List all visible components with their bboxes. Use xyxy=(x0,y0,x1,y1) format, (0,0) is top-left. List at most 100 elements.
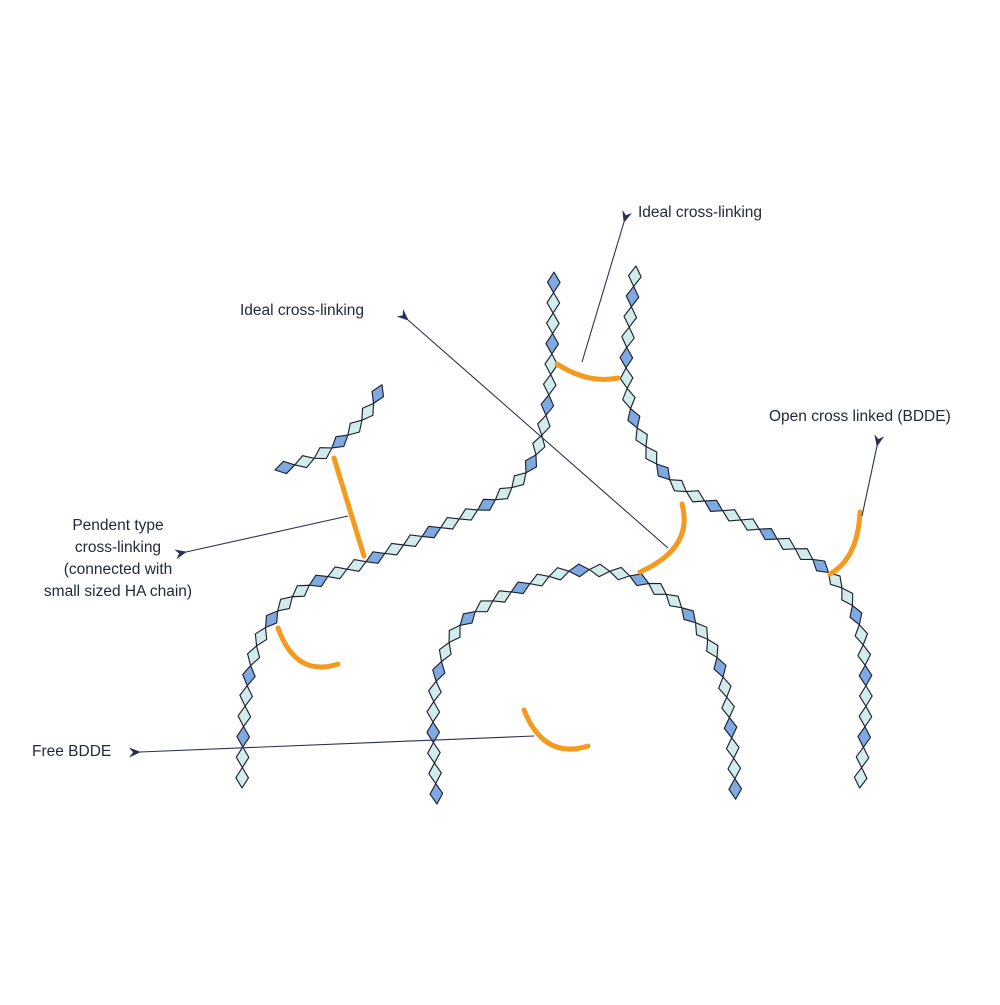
bdde-pendent xyxy=(331,455,367,559)
ha-disaccharide-unit xyxy=(438,641,452,663)
ha-disaccharide-unit xyxy=(622,387,636,410)
ha-disaccharide-unit xyxy=(246,645,261,667)
ha-disaccharide-unit xyxy=(264,610,279,629)
ha-disaccharide-unit xyxy=(402,534,423,548)
label-pendent-line-2: cross-linking xyxy=(74,539,162,556)
ha-disaccharide-unit xyxy=(492,590,512,603)
ha-disaccharide-unit xyxy=(474,600,494,613)
bdde-open-right xyxy=(827,509,863,577)
ha-disaccharide-unit xyxy=(542,373,557,396)
ha-disaccharide-unit xyxy=(327,566,348,580)
ha-disaccharide-unit xyxy=(548,567,570,581)
ha-chain-main-left xyxy=(235,271,561,789)
ha-disaccharide-unit xyxy=(545,332,560,355)
ha-disaccharide-unit xyxy=(365,551,386,564)
ha-disaccharide-unit xyxy=(440,517,460,530)
ha-disaccharide-unit xyxy=(242,664,256,687)
ha-chain-pendent-short xyxy=(274,384,385,475)
ha-disaccharide-unit xyxy=(812,558,830,574)
ha-disaccharide-unit xyxy=(494,487,513,501)
ha-disaccharide-unit xyxy=(254,626,268,647)
ha-disaccharide-unit xyxy=(384,542,405,556)
ha-disaccharide-unit xyxy=(429,782,444,805)
ha-disaccharide-unit xyxy=(274,460,296,475)
ha-disaccharide-unit xyxy=(722,509,742,522)
ha-disaccharide-unit xyxy=(540,394,555,416)
ha-disaccharide-unit xyxy=(853,767,868,789)
ha-disaccharide-unit xyxy=(794,548,814,561)
ha-disaccharide-unit xyxy=(858,705,873,728)
ha-disaccharide-unit xyxy=(237,705,252,728)
ha-disaccharide-unit xyxy=(681,607,697,624)
ha-disaccharide-unit xyxy=(725,737,740,759)
ha-disaccharide-unit xyxy=(477,498,496,511)
ha-disaccharide-unit xyxy=(859,685,873,707)
ha-disaccharide-unit xyxy=(727,757,742,780)
arrow-open-crosslinked xyxy=(861,434,885,517)
ha-disaccharide-unit xyxy=(694,622,709,640)
ha-disaccharide-unit xyxy=(841,587,854,607)
ha-disaccharide-unit xyxy=(619,367,634,389)
bdde-free xyxy=(521,707,591,752)
ha-disaccharide-unit xyxy=(648,582,667,595)
bdde-open-left xyxy=(275,625,341,670)
ha-disaccharide-unit xyxy=(236,725,251,748)
ha-disaccharide-unit xyxy=(721,696,735,719)
bdde-ideal-top xyxy=(554,361,621,382)
ha-disaccharide-unit xyxy=(459,611,476,626)
ha-disaccharide-unit xyxy=(854,624,869,646)
ha-disaccharide-unit xyxy=(669,479,687,493)
ha-disaccharide-unit xyxy=(239,685,254,707)
ha-disaccharide-unit xyxy=(758,527,778,541)
ha-disaccharide-unit xyxy=(857,644,872,666)
ha-disaccharide-unit xyxy=(458,508,479,521)
ha-disaccharide-unit xyxy=(588,563,611,578)
ha-disaccharide-unit xyxy=(656,463,671,481)
label-ideal-crosslinking-top: Ideal cross-linking xyxy=(638,204,763,221)
ha-disaccharide-unit xyxy=(347,419,363,436)
label-open-cross-linked: Open cross linked (BDDE) xyxy=(769,408,951,425)
ha-disaccharide-unit xyxy=(718,676,732,698)
label-pendent-line-3: (connected with xyxy=(63,561,173,578)
ha-disaccharide-unit xyxy=(421,525,442,539)
ha-chain-arch xyxy=(426,563,743,805)
arrow-free-bdde xyxy=(128,735,535,758)
ha-disaccharide-unit xyxy=(621,326,635,349)
ha-disaccharide-unit xyxy=(645,445,658,465)
ha-disaccharide-unit xyxy=(685,490,706,503)
annotation-arrows xyxy=(128,210,885,758)
ha-disaccharide-unit xyxy=(627,408,641,429)
label-free-bdde: Free BDDE xyxy=(32,743,112,760)
ha-disaccharide-unit xyxy=(524,454,538,474)
arrow-ideal-left xyxy=(396,308,669,549)
ha-disaccharide-unit xyxy=(545,312,560,335)
ha-chain-right-upper xyxy=(619,265,873,789)
ha-disaccharide-unit xyxy=(619,346,634,369)
ha-disaccharide-unit xyxy=(706,638,719,659)
ha-disaccharide-unit xyxy=(665,593,683,609)
ha-disaccharide-unit xyxy=(776,537,796,551)
label-pendent-crosslinking: Pendent type cross-linking (connected wi… xyxy=(18,515,218,603)
arrow-ideal-top xyxy=(581,210,632,363)
ha-disaccharide-unit xyxy=(537,414,551,436)
ha-disaccharide-unit xyxy=(428,762,442,785)
ha-disaccharide-unit xyxy=(728,778,743,800)
ha-disaccharide-unit xyxy=(629,573,650,587)
ha-disaccharide-unit xyxy=(511,472,527,489)
ha-disaccharide-unit xyxy=(510,581,531,595)
ha-disaccharide-unit xyxy=(331,434,349,449)
ha-disaccharide-unit xyxy=(361,402,375,421)
ha-disaccharide-unit xyxy=(568,563,590,578)
label-ideal-crosslinking-left: Ideal cross-linking xyxy=(240,302,365,319)
ha-disaccharide-unit xyxy=(849,604,863,626)
ha-disaccharide-unit xyxy=(427,742,441,764)
ha-disaccharide-unit xyxy=(858,664,873,687)
ha-disaccharide-unit xyxy=(235,766,250,789)
ha-disaccharide-unit xyxy=(546,291,561,314)
bdde-ideal-left xyxy=(637,501,687,575)
ha-disaccharide-unit xyxy=(713,656,727,678)
label-pendent-line-4: small sized HA chain) xyxy=(43,583,193,600)
ha-disaccharide-unit xyxy=(546,271,561,294)
